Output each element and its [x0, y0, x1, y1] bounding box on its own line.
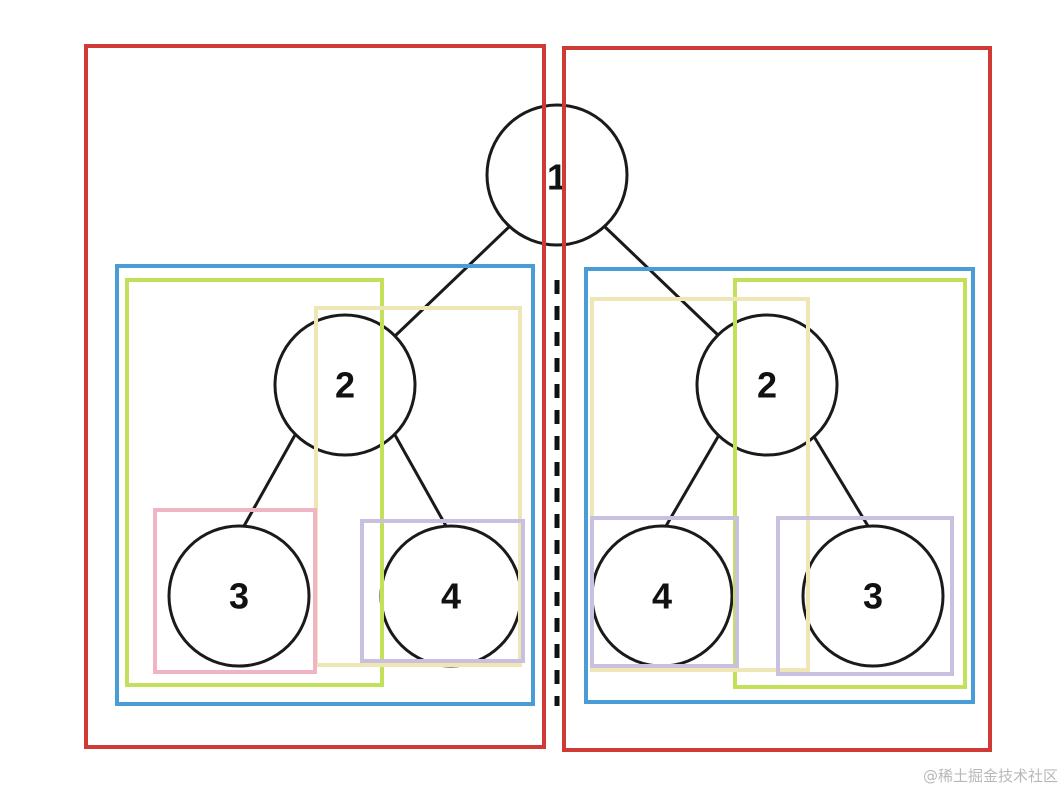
edge-left2-3: [242, 434, 297, 527]
node-right-3-label: 3: [863, 576, 883, 617]
leaf-box-left-3: [153, 508, 317, 674]
left-outer-pair-box: [125, 278, 384, 687]
right-inner-pair-box: [590, 297, 810, 672]
node-left-2-label: 2: [335, 365, 355, 406]
node-left-4-label: 4: [441, 576, 461, 617]
left-half-box: [84, 44, 546, 749]
left-inner-pair-box: [314, 306, 522, 667]
leaf-box-right-3: [776, 516, 954, 676]
right-half-box: [562, 46, 992, 752]
edge-left2-4: [393, 434, 448, 527]
node-right-2-label: 2: [757, 365, 777, 406]
edge-right2-3: [811, 434, 870, 527]
node-left-3: [167, 524, 311, 668]
edge-right2-4: [664, 434, 721, 527]
node-right-2: [695, 313, 839, 457]
highlight-boxes: [84, 44, 992, 752]
node-right-3: [801, 524, 945, 668]
leaf-box-right-4: [590, 516, 739, 668]
leaf-box-left-4: [360, 519, 525, 663]
right-subtree-box: [584, 267, 975, 704]
tree-node-labels: 1 2 2 3 4 4 3: [229, 157, 883, 617]
edge-1-right-2: [602, 224, 721, 338]
node-right-4-label: 4: [652, 576, 672, 617]
right-outer-pair-box: [733, 278, 967, 689]
edge-1-left-2: [393, 224, 512, 338]
left-subtree-box: [115, 264, 535, 706]
node-left-3-label: 3: [229, 576, 249, 617]
tree-edges: [242, 224, 870, 527]
watermark-text: @稀土掘金技术社区: [922, 767, 1058, 785]
node-root: [485, 103, 629, 247]
